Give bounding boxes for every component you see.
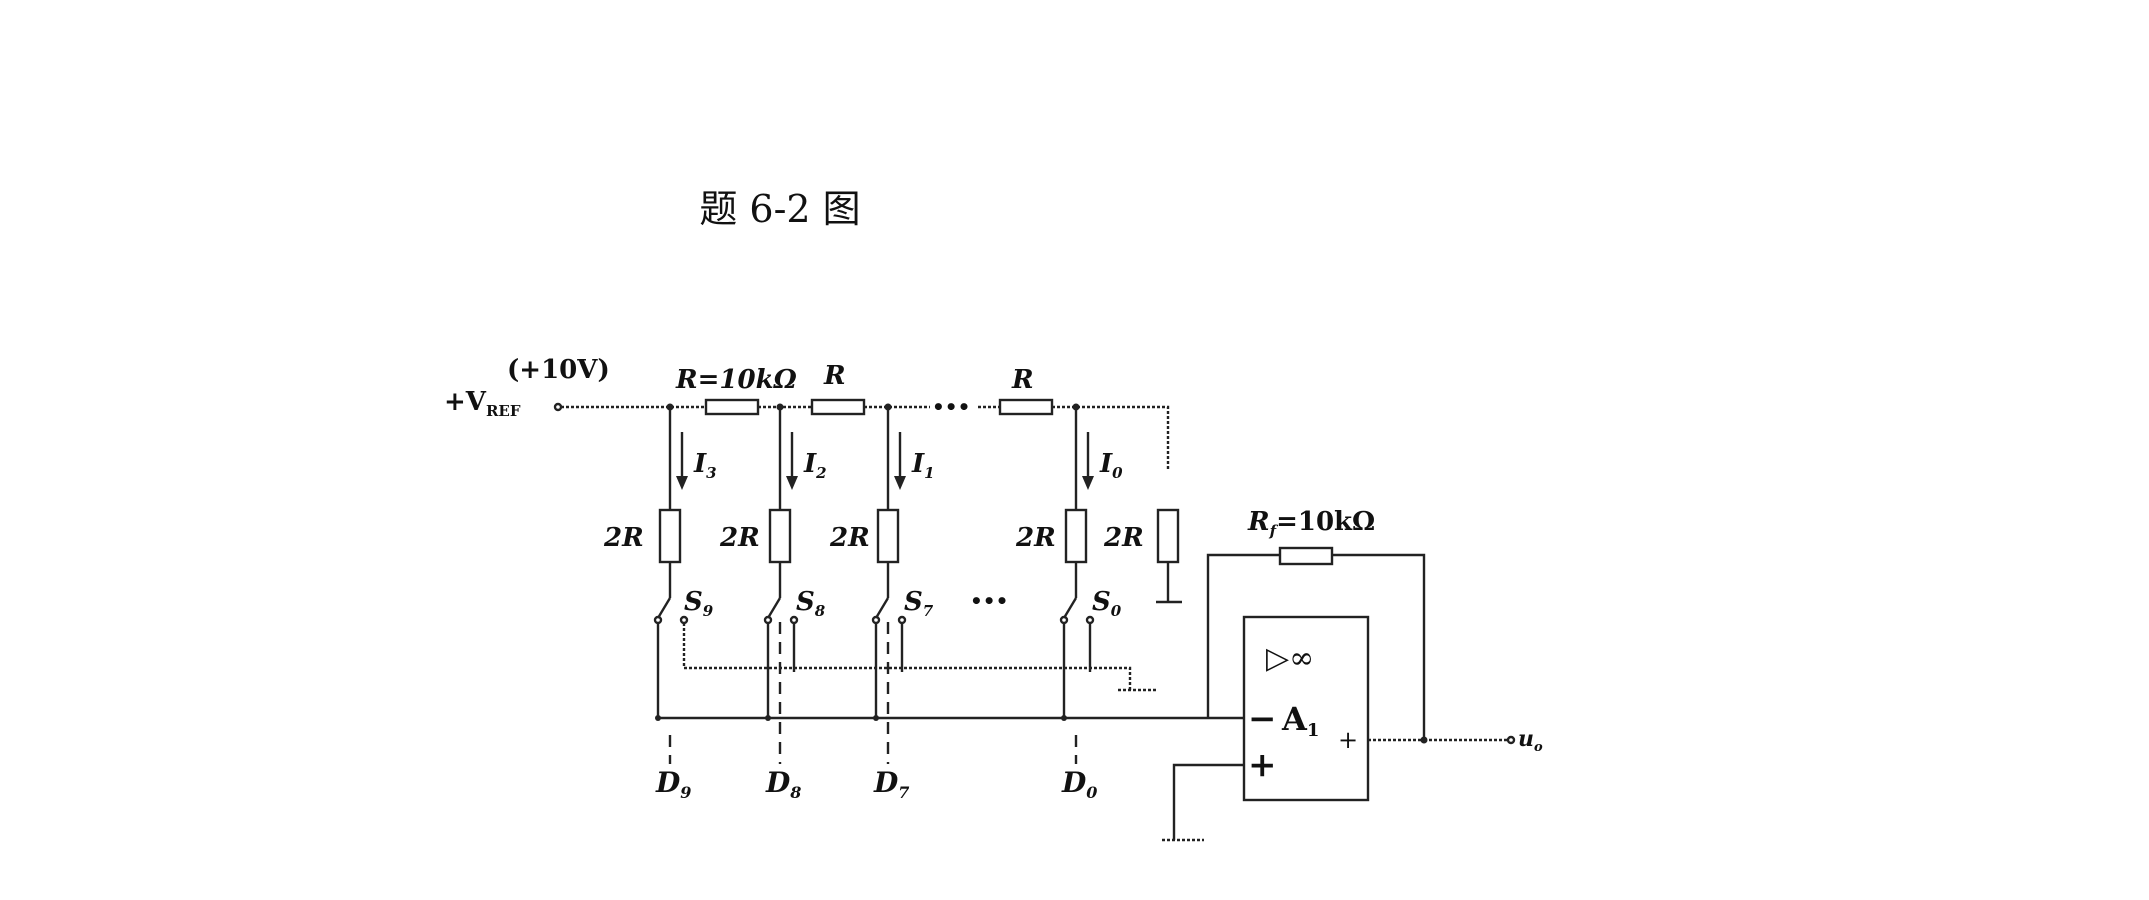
node	[1061, 715, 1067, 721]
opamp-a1	[1242, 615, 1370, 802]
resistor-label-r10k: R=10kΩ	[675, 365, 797, 395]
switch-s9	[653, 597, 689, 718]
resistor-label-2r: 2R	[1103, 523, 1144, 553]
resistor-label-r: R	[823, 361, 846, 391]
resistor-rf	[1278, 546, 1334, 566]
node	[655, 715, 661, 721]
switch-label-s7: S7	[904, 587, 934, 620]
vref-terminal	[553, 402, 563, 412]
resistor-label-2r: 2R	[1015, 523, 1056, 553]
current-arrow-icon	[1082, 476, 1094, 490]
ellipsis-top: •••	[932, 395, 970, 419]
vref-value: (+10V)	[507, 355, 610, 385]
resistor-2r	[876, 508, 900, 564]
feedback-wire	[1332, 553, 1426, 740]
resistor-2r	[768, 508, 792, 564]
current-label-i3: I3	[693, 449, 717, 482]
digit-label-d8: D8	[765, 766, 801, 802]
current-label-i0: I0	[1099, 449, 1123, 482]
resistor-r1	[704, 398, 760, 416]
switch-label-s9: S9	[684, 587, 714, 620]
resistor-2r	[1064, 508, 1088, 564]
current-arrow-icon	[894, 476, 906, 490]
feedback-wire	[1206, 553, 1280, 718]
opamp-name: A1	[1281, 700, 1319, 741]
resistor-r2	[810, 398, 866, 416]
resistor-label-2r: 2R	[719, 523, 760, 553]
current-arrow-icon	[786, 476, 798, 490]
digit-label-d0: D0	[1061, 766, 1097, 802]
figure-caption: 题 6-2 图	[699, 187, 861, 231]
current-arrow-icon	[676, 476, 688, 490]
node	[765, 715, 771, 721]
ground-bus	[684, 666, 1132, 690]
output-label-uo: uo	[1518, 726, 1543, 755]
output-terminal	[1506, 735, 1516, 745]
current-label-i1: I1	[911, 449, 935, 482]
resistor-label-r: R	[1011, 365, 1034, 395]
opamp-plus-label: +	[1248, 745, 1277, 785]
wire	[1172, 763, 1244, 840]
resistor-label-2r: 2R	[603, 523, 644, 553]
opamp-output-mark: +	[1338, 726, 1358, 754]
opamp-symbol: ▷∞	[1266, 641, 1314, 676]
switch-s7	[871, 597, 907, 718]
resistor-label-rf: Rf=10kΩ	[1247, 507, 1375, 540]
resistor-2r-termination	[1156, 508, 1180, 564]
digit-label-d9: D9	[655, 766, 691, 802]
resistor-label-2r: 2R	[829, 523, 870, 553]
wire	[1052, 405, 1170, 470]
switch-s8	[763, 597, 799, 718]
resistor-r3	[998, 398, 1054, 416]
ellipsis-switches: •••	[970, 589, 1008, 613]
digit-label-d7: D7	[873, 766, 909, 802]
opamp-minus-label: −	[1248, 699, 1277, 739]
switch-label-s8: S8	[796, 587, 826, 620]
resistor-2r	[658, 508, 682, 564]
switch-s0	[1059, 597, 1095, 718]
current-label-i2: I2	[803, 449, 827, 482]
switch-label-s0: S0	[1092, 587, 1122, 620]
node	[873, 715, 879, 721]
vref-label: +VREF	[444, 387, 521, 420]
